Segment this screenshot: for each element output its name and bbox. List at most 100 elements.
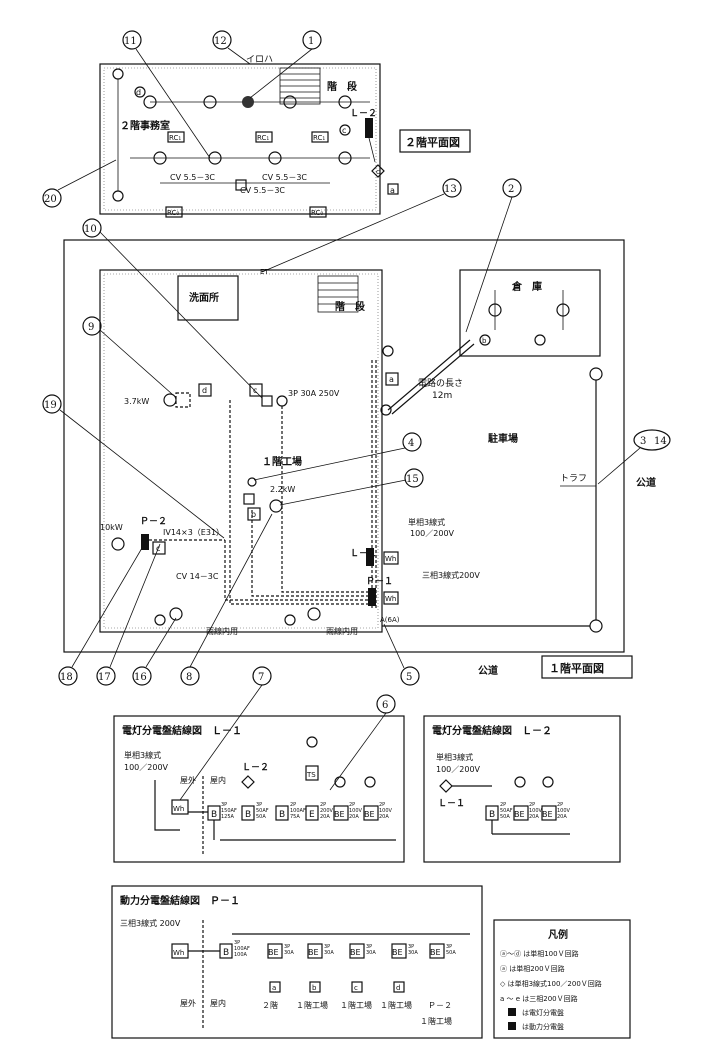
- svg-text:屋内: 屋内: [210, 775, 226, 785]
- svg-text:30A: 30A: [408, 950, 418, 956]
- l1-title: 電灯分電盤結線図 Ｌ－１: [122, 724, 242, 737]
- f2-cable-1: CV 5.5－3C: [170, 173, 215, 182]
- svg-text:17: 17: [98, 672, 111, 683]
- svg-text:BE: BE: [542, 810, 553, 819]
- svg-text:は電灯分電盤: は電灯分電盤: [522, 1008, 564, 1017]
- svg-text:3P: 3P: [256, 802, 262, 808]
- svg-text:B: B: [211, 810, 217, 820]
- svg-text:Wh: Wh: [385, 595, 396, 603]
- svg-text:15: 15: [406, 474, 419, 485]
- svg-text:a: a: [389, 375, 394, 384]
- svg-text:ⓐ は単相200Ｖ回路: ⓐ は単相200Ｖ回路: [500, 964, 565, 973]
- callout-8: 8: [180, 666, 200, 686]
- svg-text:BE: BE: [334, 810, 345, 819]
- svg-text:19: 19: [44, 400, 57, 411]
- callout-20: 20: [42, 188, 62, 208]
- f1-iv-label: IV14×3（E31）: [163, 528, 224, 537]
- svg-text:単相3線式: 単相3線式: [408, 517, 445, 527]
- svg-text:20: 20: [44, 194, 57, 205]
- svg-text:2: 2: [508, 184, 514, 195]
- svg-text:100V: 100V: [379, 808, 393, 814]
- svg-text:18: 18: [60, 672, 73, 683]
- callout-9: 9: [82, 316, 102, 336]
- callout-16: 16: [132, 666, 152, 686]
- f1-cv-label: CV 14－3C: [176, 572, 219, 581]
- l2-diagram: 電灯分電盤結線図 Ｌ－２ 単相3線式 100／200V Ｌ－１ B 2P 50A…: [423, 715, 621, 863]
- f2-lights: [130, 95, 370, 165]
- callout-1: 1: [302, 30, 322, 50]
- f2-circle-c: c: [342, 126, 346, 135]
- svg-text:10: 10: [84, 224, 97, 235]
- f2-office-label: ２階事務室: [120, 119, 170, 132]
- svg-text:RC₁: RC₁: [257, 134, 269, 142]
- svg-text:屋内: 屋内: [210, 998, 226, 1008]
- f2-ceiling-junction: [242, 96, 254, 108]
- p1-branch-2: BE 3P 30A b １階工場: [296, 943, 334, 1010]
- svg-text:100A: 100A: [234, 952, 248, 958]
- callout-2: 2: [502, 178, 522, 198]
- svg-text:BE: BE: [430, 948, 441, 957]
- f2-outlet-tl: [112, 68, 124, 80]
- svg-text:RC₀: RC₀: [311, 209, 323, 217]
- svg-text:30A: 30A: [284, 950, 294, 956]
- svg-text:◇ は単相3線式100／200Ｖ回路: ◇ は単相3線式100／200Ｖ回路: [500, 979, 602, 988]
- svg-text:2P: 2P: [557, 802, 563, 808]
- svg-text:Wh: Wh: [173, 805, 184, 813]
- svg-text:雨線内用: 雨線内用: [326, 626, 358, 636]
- svg-text:3P: 3P: [366, 944, 372, 950]
- svg-text:100V: 100V: [349, 808, 363, 814]
- p1-branch-1: BE 3P 30A a ２階: [262, 943, 294, 1010]
- f1-panel-p1: [368, 588, 376, 606]
- svg-text:A(6A): A(6A): [380, 616, 400, 624]
- svg-text:20A: 20A: [320, 814, 330, 820]
- svg-text:9: 9: [88, 322, 94, 333]
- svg-text:BE: BE: [268, 948, 279, 957]
- svg-text:屋外: 屋外: [180, 998, 196, 1008]
- callout-12: 12: [212, 30, 232, 50]
- f2-rc-4: [165, 206, 183, 218]
- svg-text:100AF: 100AF: [234, 946, 250, 952]
- svg-text:単相3線式: 単相3線式: [436, 752, 473, 762]
- svg-text:a ～ e は三相200Ｖ回路: a ～ e は三相200Ｖ回路: [500, 994, 578, 1003]
- callout-11: 11: [122, 30, 142, 50]
- svg-text:20A: 20A: [379, 814, 389, 820]
- svg-text:50AF: 50AF: [256, 808, 269, 814]
- f1-supply-three: 三相3線式200V: [422, 570, 480, 580]
- svg-text:１階工場: １階工場: [380, 1000, 412, 1010]
- svg-text:TS: TS: [306, 771, 316, 779]
- svg-text:Wh: Wh: [385, 555, 396, 563]
- f1-motor-37: [163, 393, 177, 407]
- p1-title: 動力分電盤結線図 Ｐ－１: [120, 894, 240, 907]
- svg-text:RC₁: RC₁: [313, 134, 325, 142]
- p1-diagram: 動力分電盤結線図 Ｐ－１ 三相3線式 200V Wh 屋外 屋内 B 3P 10…: [111, 885, 483, 1039]
- svg-text:c: c: [354, 984, 358, 992]
- f1-breaker-label: 3P 30A 250V: [288, 389, 340, 398]
- svg-text:6: 6: [382, 700, 388, 711]
- f1-heater: [111, 537, 125, 551]
- f2-rc-3: [311, 131, 329, 143]
- floor1-plan: 洗面所 階 段 倉 庫 b １階工場 駐車場 公道 公道 １階平面図 トラフ 電…: [63, 239, 656, 679]
- f2-panel-l2: [365, 118, 373, 138]
- f2-cable-2: CV 5.5－3C: [262, 173, 307, 182]
- callout-10: 10: [82, 218, 102, 238]
- svg-text:a: a: [272, 984, 276, 992]
- p1-branch-5: BE 3P 50A Ｐ－２ １階工場: [420, 943, 456, 1026]
- svg-text:30A: 30A: [366, 950, 376, 956]
- svg-text:d: d: [396, 984, 400, 992]
- callout-19: 19: [42, 394, 62, 414]
- f1-wire-length-value: 12m: [432, 391, 452, 401]
- svg-text:75A: 75A: [290, 814, 300, 820]
- svg-text:BE: BE: [308, 948, 319, 957]
- svg-text:B: B: [223, 948, 229, 958]
- svg-text:4: 4: [408, 438, 414, 449]
- svg-text:100／200V: 100／200V: [410, 529, 455, 538]
- l1-diagram: 電灯分電盤結線図 Ｌ－１ 単相3線式 100／200V 屋外 屋内 Wh B 3…: [113, 715, 405, 863]
- svg-text:200V: 200V: [320, 808, 334, 814]
- svg-text:ⓐ～ⓓ は単相100Ｖ回路: ⓐ～ⓓ は単相100Ｖ回路: [500, 949, 579, 958]
- svg-text:２階: ２階: [262, 1000, 278, 1010]
- svg-text:Ｌ－１: Ｌ－１: [350, 548, 377, 559]
- svg-text:ET: ET: [260, 268, 269, 276]
- svg-text:150AF: 150AF: [221, 808, 237, 814]
- svg-text:BE: BE: [364, 810, 375, 819]
